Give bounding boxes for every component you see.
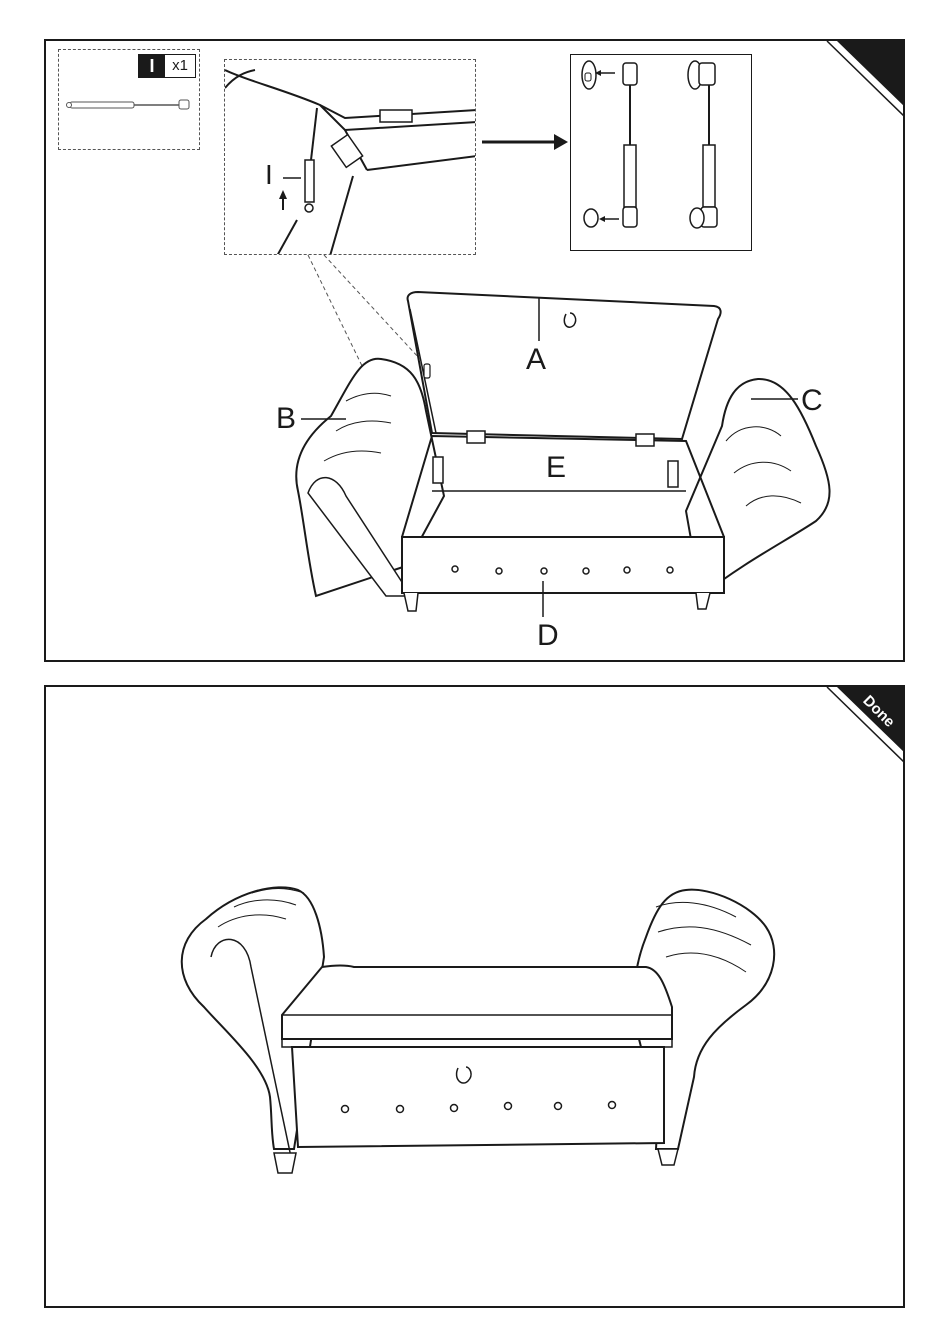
- callout-a: A: [526, 345, 546, 375]
- bench-closed-drawing: [46, 687, 905, 1308]
- callout-e: E: [546, 453, 566, 483]
- bench-open-lid-drawing: [46, 41, 905, 662]
- step-panel-done: Done: [44, 685, 905, 1308]
- callout-d: D: [537, 621, 559, 651]
- callout-c: C: [801, 386, 823, 416]
- step-panel-gas-strut: I x1 I: [44, 39, 905, 662]
- callout-b: B: [276, 404, 296, 434]
